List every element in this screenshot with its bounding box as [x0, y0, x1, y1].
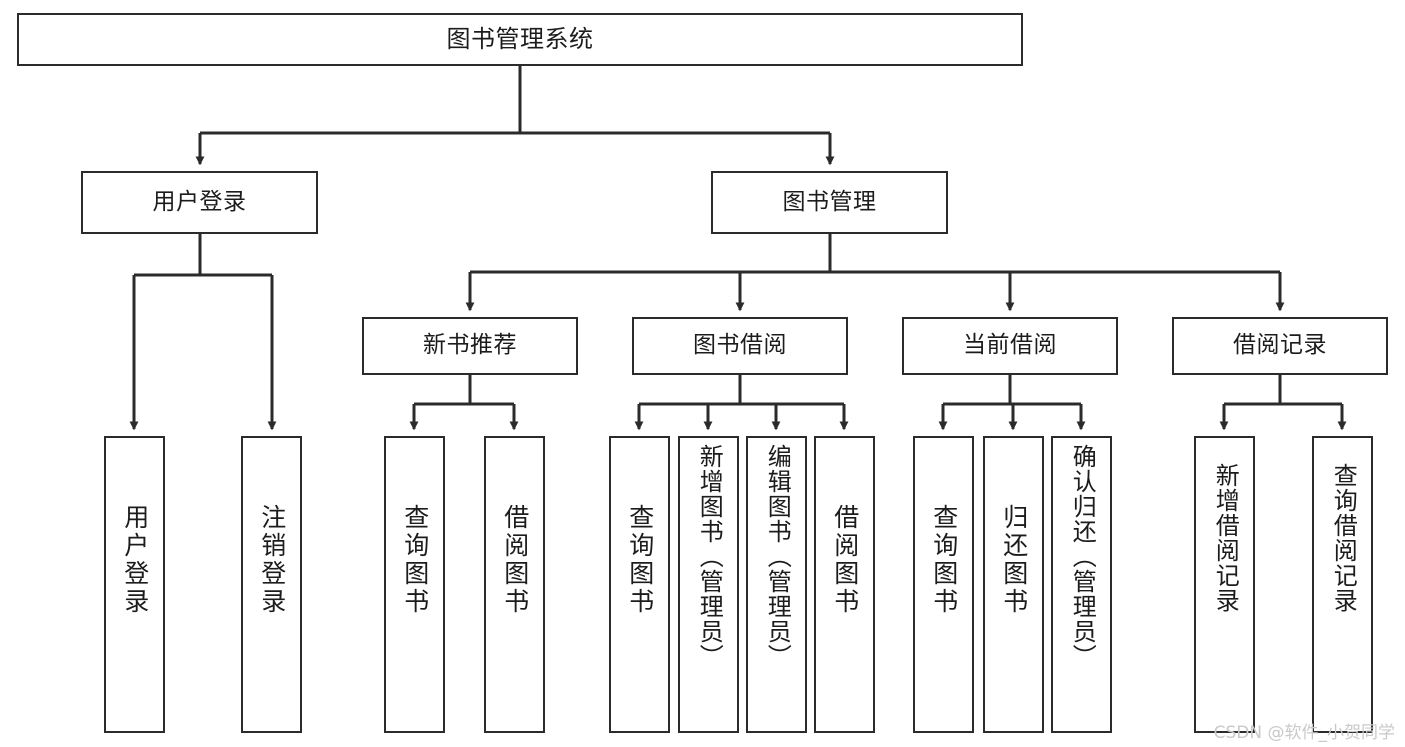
node-leaf-add-book[interactable]: 新增图书（管理员） [678, 436, 739, 733]
node-leaf-borrow-book-2-label: 借阅图书 [830, 504, 860, 616]
node-leaf-add-book-label: 新增图书（管理员） [695, 444, 724, 669]
csdn-watermark: CSDN @软件_小贺同学 [1213, 723, 1395, 743]
node-leaf-edit-book-label: 编辑图书（管理员） [763, 444, 792, 669]
node-leaf-user-logout-label: 注销登录 [257, 504, 287, 616]
node-leaf-query-book-2-label: 查询图书 [625, 504, 655, 616]
node-leaf-add-record[interactable]: 新增借阅记录 [1194, 436, 1255, 733]
node-book-borrow-label: 图书借阅 [693, 332, 787, 359]
node-root-book-management-system[interactable]: 图书管理系统 [17, 13, 1023, 66]
node-leaf-edit-book[interactable]: 编辑图书（管理员） [746, 436, 807, 733]
node-current-borrow[interactable]: 当前借阅 [902, 317, 1118, 375]
node-leaf-return-book-label: 归还图书 [999, 504, 1029, 616]
node-leaf-confirm-return-label: 确认归还（管理员） [1068, 444, 1097, 669]
node-leaf-query-book-1[interactable]: 查询图书 [384, 436, 445, 733]
node-leaf-borrow-book-1-label: 借阅图书 [500, 504, 530, 616]
node-leaf-user-login[interactable]: 用户登录 [104, 436, 165, 733]
node-leaf-query-book-2[interactable]: 查询图书 [609, 436, 670, 733]
node-leaf-borrow-book-1[interactable]: 借阅图书 [484, 436, 545, 733]
node-leaf-return-book[interactable]: 归还图书 [983, 436, 1044, 733]
node-user-login[interactable]: 用户登录 [81, 171, 318, 234]
node-book-management[interactable]: 图书管理 [711, 171, 948, 234]
node-leaf-query-record[interactable]: 查询借阅记录 [1312, 436, 1373, 733]
node-leaf-add-record-label: 新增借阅记录 [1211, 463, 1240, 613]
node-root-label: 图书管理系统 [446, 25, 594, 54]
node-leaf-query-book-1-label: 查询图书 [400, 504, 430, 616]
node-new-book-recommend[interactable]: 新书推荐 [362, 317, 578, 375]
node-leaf-user-login-label: 用户登录 [120, 504, 150, 616]
node-leaf-query-book-3-label: 查询图书 [929, 504, 959, 616]
node-book-management-label: 图书管理 [782, 188, 877, 215]
node-new-book-recommend-label: 新书推荐 [423, 332, 517, 359]
node-borrow-record-label: 借阅记录 [1233, 332, 1327, 359]
node-leaf-confirm-return[interactable]: 确认归还（管理员） [1051, 436, 1112, 733]
node-leaf-query-book-3[interactable]: 查询图书 [913, 436, 974, 733]
node-leaf-borrow-book-2[interactable]: 借阅图书 [814, 436, 875, 733]
node-current-borrow-label: 当前借阅 [963, 332, 1057, 359]
node-leaf-user-logout[interactable]: 注销登录 [241, 436, 302, 733]
node-leaf-query-record-label: 查询借阅记录 [1329, 463, 1358, 613]
node-user-login-label: 用户登录 [152, 188, 247, 215]
node-borrow-record[interactable]: 借阅记录 [1172, 317, 1388, 375]
node-book-borrow[interactable]: 图书借阅 [632, 317, 848, 375]
